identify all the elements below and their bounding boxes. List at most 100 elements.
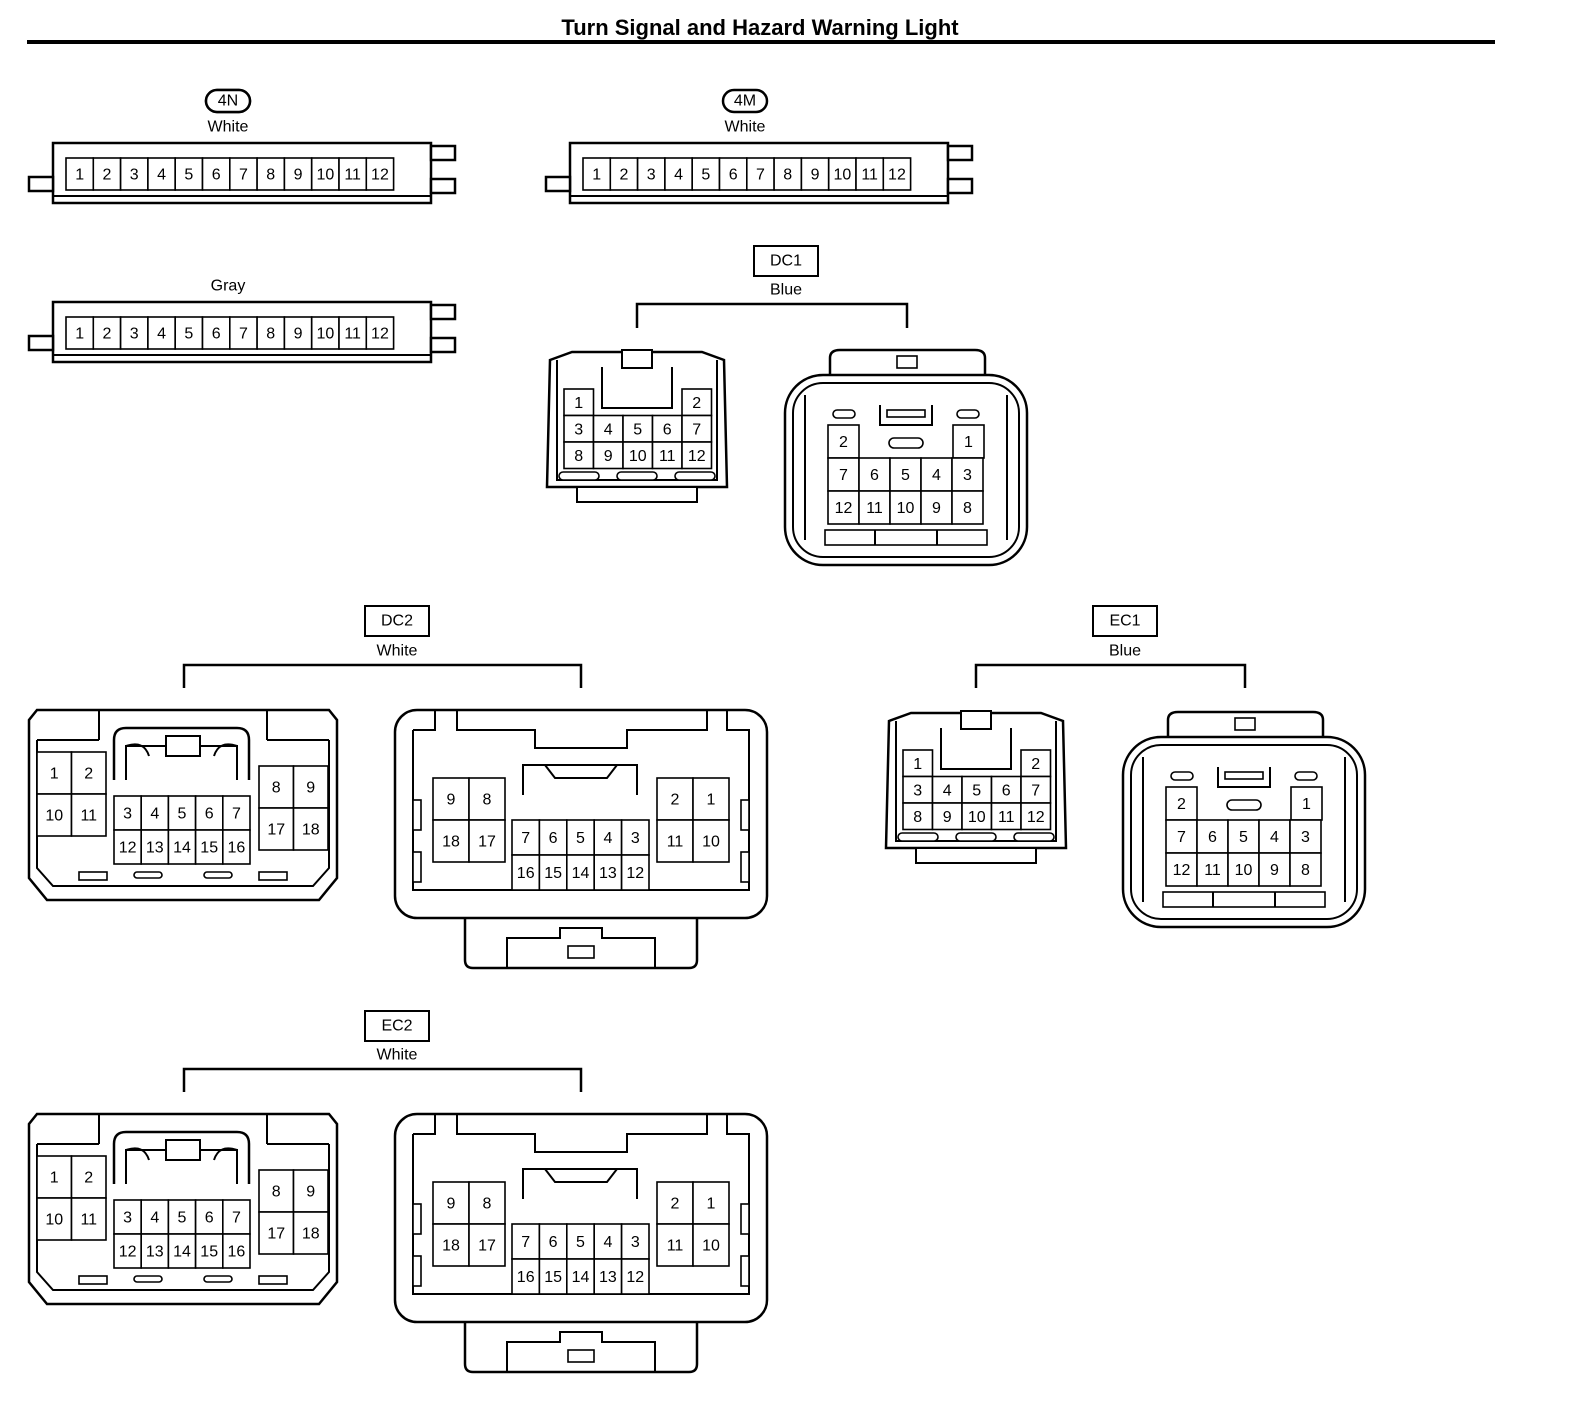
pin-number: 10 xyxy=(316,326,334,343)
pin-number: 7 xyxy=(1177,829,1186,846)
pin-number: 7 xyxy=(521,1234,530,1251)
pin-number: 11 xyxy=(866,500,883,517)
pin-number: 12 xyxy=(626,1269,644,1286)
pin-number: 7 xyxy=(839,467,848,484)
pin-number: 12 xyxy=(835,500,853,517)
pin-number: 16 xyxy=(517,1269,535,1286)
housing-tab xyxy=(915,847,1037,864)
housing-slot xyxy=(740,1255,750,1287)
pin-number: 12 xyxy=(371,167,389,184)
pin-number: 9 xyxy=(306,1184,315,1201)
pin-cell xyxy=(1290,786,1323,821)
pin-cell xyxy=(858,457,891,492)
pin-cell xyxy=(951,490,984,525)
bracket-line xyxy=(974,663,1247,688)
pin-number: 6 xyxy=(205,806,214,823)
pin-number: 12 xyxy=(688,448,706,465)
pin-number: 10 xyxy=(45,808,63,825)
pin-number: 2 xyxy=(102,167,111,184)
pin-number: 8 xyxy=(266,326,275,343)
housing-slot xyxy=(740,851,750,883)
pin-cell xyxy=(538,854,568,891)
pin-number: 6 xyxy=(870,467,879,484)
pin-number: 4 xyxy=(1270,829,1279,846)
housing-tab xyxy=(429,336,457,354)
pin-number: 18 xyxy=(442,1238,460,1255)
pin-number: 8 xyxy=(963,500,972,517)
pin-cell xyxy=(1165,819,1198,854)
pin-cell xyxy=(292,807,329,851)
pin-cell xyxy=(222,829,251,865)
pin-number: 7 xyxy=(232,806,241,823)
pin-number: 4 xyxy=(157,326,166,343)
pin-cell xyxy=(258,807,295,851)
pin-number: 1 xyxy=(50,1170,59,1187)
housing-slot xyxy=(412,1255,422,1287)
pin-number: 12 xyxy=(1173,862,1191,879)
pin-number: 2 xyxy=(1031,756,1040,773)
housing-tab xyxy=(1162,891,1326,908)
pin-cell xyxy=(681,441,713,470)
pin-cell xyxy=(174,157,204,191)
pin-cell xyxy=(432,819,470,863)
housing-slot xyxy=(412,799,422,831)
connector-code-oval xyxy=(721,88,769,114)
connector-code: DC2 xyxy=(381,613,413,630)
pin-number: 1 xyxy=(592,167,601,184)
pin-cell xyxy=(432,1223,470,1267)
housing-latch xyxy=(960,710,992,730)
pin-cell xyxy=(468,1181,506,1225)
housing-slot xyxy=(674,471,716,481)
pin-cell xyxy=(961,775,993,804)
pin-cell xyxy=(222,795,251,831)
pin-cell xyxy=(1289,819,1322,854)
connector-code-box xyxy=(364,1010,430,1042)
pin-cell xyxy=(194,795,224,831)
housing-slot xyxy=(133,871,163,879)
pin-number: 9 xyxy=(932,500,941,517)
pin-number: 2 xyxy=(1177,796,1186,813)
housing-outline xyxy=(393,1112,769,1324)
pin-number: 18 xyxy=(302,1226,320,1243)
pin-cell xyxy=(310,157,340,191)
pin-number: 15 xyxy=(544,1269,562,1286)
pin-number: 3 xyxy=(631,830,640,847)
housing-lug xyxy=(463,1322,699,1374)
pin-number: 3 xyxy=(1301,829,1310,846)
pin-number: 7 xyxy=(1031,782,1040,799)
pin-cell xyxy=(70,1155,107,1199)
housing-detail xyxy=(804,395,1008,540)
pin-number: 5 xyxy=(633,421,642,438)
pin-number: 11 xyxy=(861,167,878,184)
connector-code: EC1 xyxy=(1109,613,1140,630)
pin-cell xyxy=(70,1197,107,1241)
pin-number: 2 xyxy=(839,434,848,451)
pin-number: 8 xyxy=(913,809,922,826)
pin-number: 9 xyxy=(943,809,952,826)
pin-cell xyxy=(951,457,984,492)
connector-color: White xyxy=(725,119,766,136)
housing-slot xyxy=(258,1275,288,1285)
pin-cell xyxy=(140,1199,170,1235)
pin-number: 6 xyxy=(663,421,672,438)
housing-slot xyxy=(203,871,233,879)
pin-number: 11 xyxy=(344,167,361,184)
housing-slot xyxy=(1170,771,1194,781)
pin-number: 7 xyxy=(692,421,701,438)
pin-cell xyxy=(511,1258,541,1295)
housing-latch xyxy=(828,348,987,375)
pin-cell xyxy=(194,1199,224,1235)
pin-number: 8 xyxy=(272,780,281,797)
housing-slot xyxy=(1013,832,1055,842)
pin-number: 3 xyxy=(123,1210,132,1227)
pin-number: 12 xyxy=(888,167,906,184)
pin-number: 5 xyxy=(901,467,910,484)
pin-number: 14 xyxy=(572,1269,590,1286)
housing-tab xyxy=(429,177,457,195)
pin-number: 6 xyxy=(205,1210,214,1227)
pin-number: 2 xyxy=(671,1196,680,1213)
pin-cell xyxy=(140,829,170,865)
